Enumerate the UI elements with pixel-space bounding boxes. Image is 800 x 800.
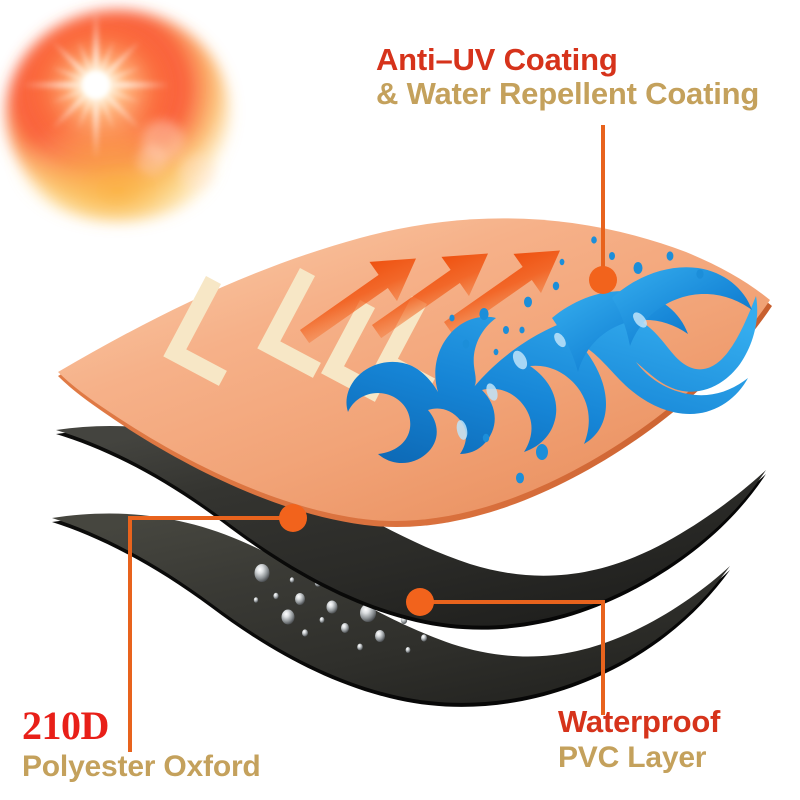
- lens-flare-bubble: [179, 154, 215, 190]
- polyester-subtitle: Polyester Oxford: [22, 749, 261, 783]
- uv-reflect-arrows: [300, 250, 560, 344]
- callout-leader-lines: [128, 125, 605, 752]
- sun-flare: [6, 10, 230, 222]
- dot-polyester: [279, 504, 307, 532]
- callout-polyester: 210D Polyester Oxford: [22, 703, 261, 783]
- dot-anti-uv: [589, 266, 617, 294]
- water-droplets: [449, 236, 704, 484]
- anti-uv-subtitle: & Water Repellent Coating: [376, 75, 760, 111]
- splash-highlights: [456, 312, 647, 440]
- callout-dots: [279, 266, 617, 616]
- callout-pvc: Waterproof PVC Layer: [558, 706, 720, 773]
- polyester-denier: 210D: [22, 703, 109, 748]
- leader-polyester: [128, 516, 293, 752]
- water-splash: [346, 236, 758, 484]
- anti-uv-title: Anti–UV Coating: [376, 42, 618, 77]
- pvc-subtitle: PVC Layer: [558, 740, 707, 774]
- dot-pvc: [406, 588, 434, 616]
- callout-anti-uv: Anti–UV Coating & Water Repellent Coatin…: [376, 44, 759, 109]
- lens-flare-bubble: [137, 145, 167, 175]
- pvc-title: Waterproof: [558, 704, 721, 739]
- leader-pvc: [420, 600, 605, 715]
